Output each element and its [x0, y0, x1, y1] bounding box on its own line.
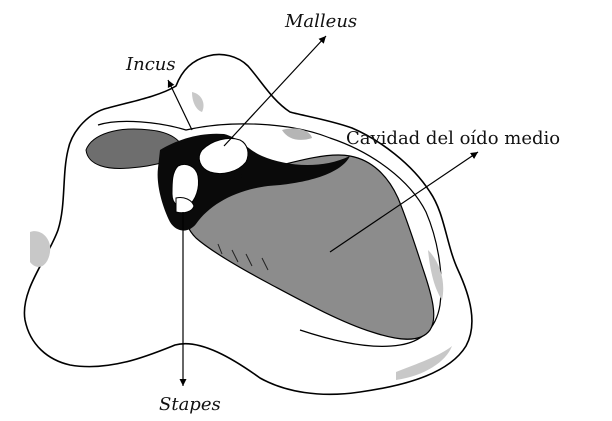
ossicle-dot	[234, 172, 242, 180]
label-middle-ear-cavity: Cavidad del oído medio	[346, 128, 560, 149]
label-incus: Incus	[125, 54, 176, 75]
label-malleus: Malleus	[284, 11, 357, 32]
label-stapes: Stapes	[159, 394, 221, 415]
